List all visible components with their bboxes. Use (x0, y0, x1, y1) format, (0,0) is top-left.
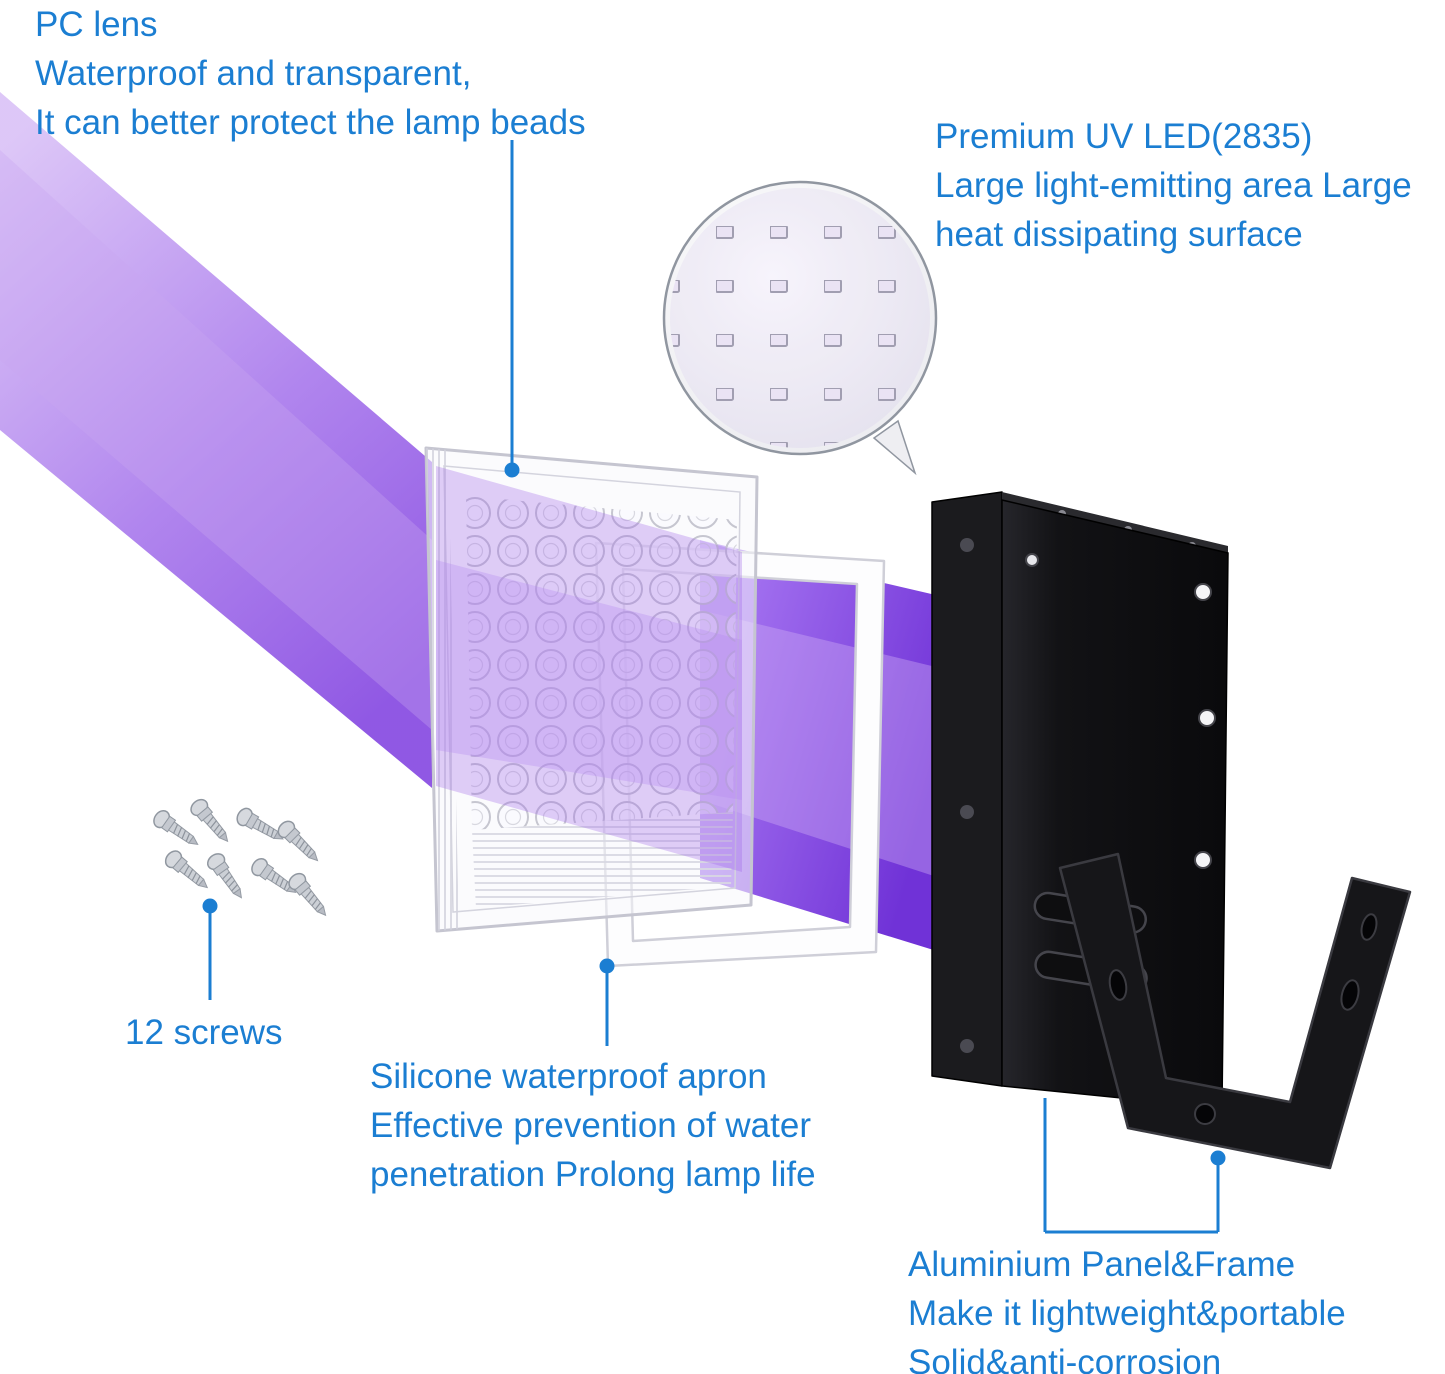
aluminium-housing (931, 491, 1229, 1109)
screws-label: 12 screws (125, 1008, 283, 1057)
aluminium-label-line1: Aluminium Panel&Frame (908, 1245, 1296, 1284)
callout-dot-pc-lens (504, 462, 520, 478)
silicone-label-line1: Silicone waterproof apron (370, 1057, 767, 1096)
pc-lens-part (424, 446, 759, 933)
uv-led-label: Premium UV LED(2835) Large light-emittin… (935, 112, 1412, 259)
silicone-label-line2: Effective prevention of water (370, 1106, 811, 1145)
uv-led-label-line3: heat dissipating surface (935, 215, 1303, 254)
aluminium-label-line3: Solid&anti-corrosion (908, 1343, 1222, 1374)
aluminium-label: Aluminium Panel&Frame Make it lightweigh… (908, 1240, 1346, 1374)
uv-led-label-line1: Premium UV LED(2835) (935, 117, 1313, 156)
pc-lens-label-line3: It can better protect the lamp beads (35, 103, 586, 142)
uv-led-closeup-magnifier (662, 180, 938, 476)
pc-lens-label: PC lens Waterproof and transparent, It c… (35, 0, 586, 147)
aluminium-label-line2: Make it lightweight&portable (908, 1294, 1346, 1333)
uv-led-label-line2: Large light-emitting area Large (935, 166, 1412, 205)
callouts (202, 140, 1226, 1234)
screws-label-line1: 12 screws (125, 1013, 283, 1052)
pc-lens-label-line2: Waterproof and transparent, (35, 54, 472, 93)
silicone-label-line3: penetration Prolong lamp life (370, 1155, 816, 1194)
silicone-label: Silicone waterproof apron Effective prev… (370, 1052, 816, 1199)
pc-lens-label-line1: PC lens (35, 5, 158, 44)
uv-light-beam (0, 92, 432, 788)
screws-cluster (149, 795, 334, 922)
mounting-bracket (1058, 852, 1412, 1170)
